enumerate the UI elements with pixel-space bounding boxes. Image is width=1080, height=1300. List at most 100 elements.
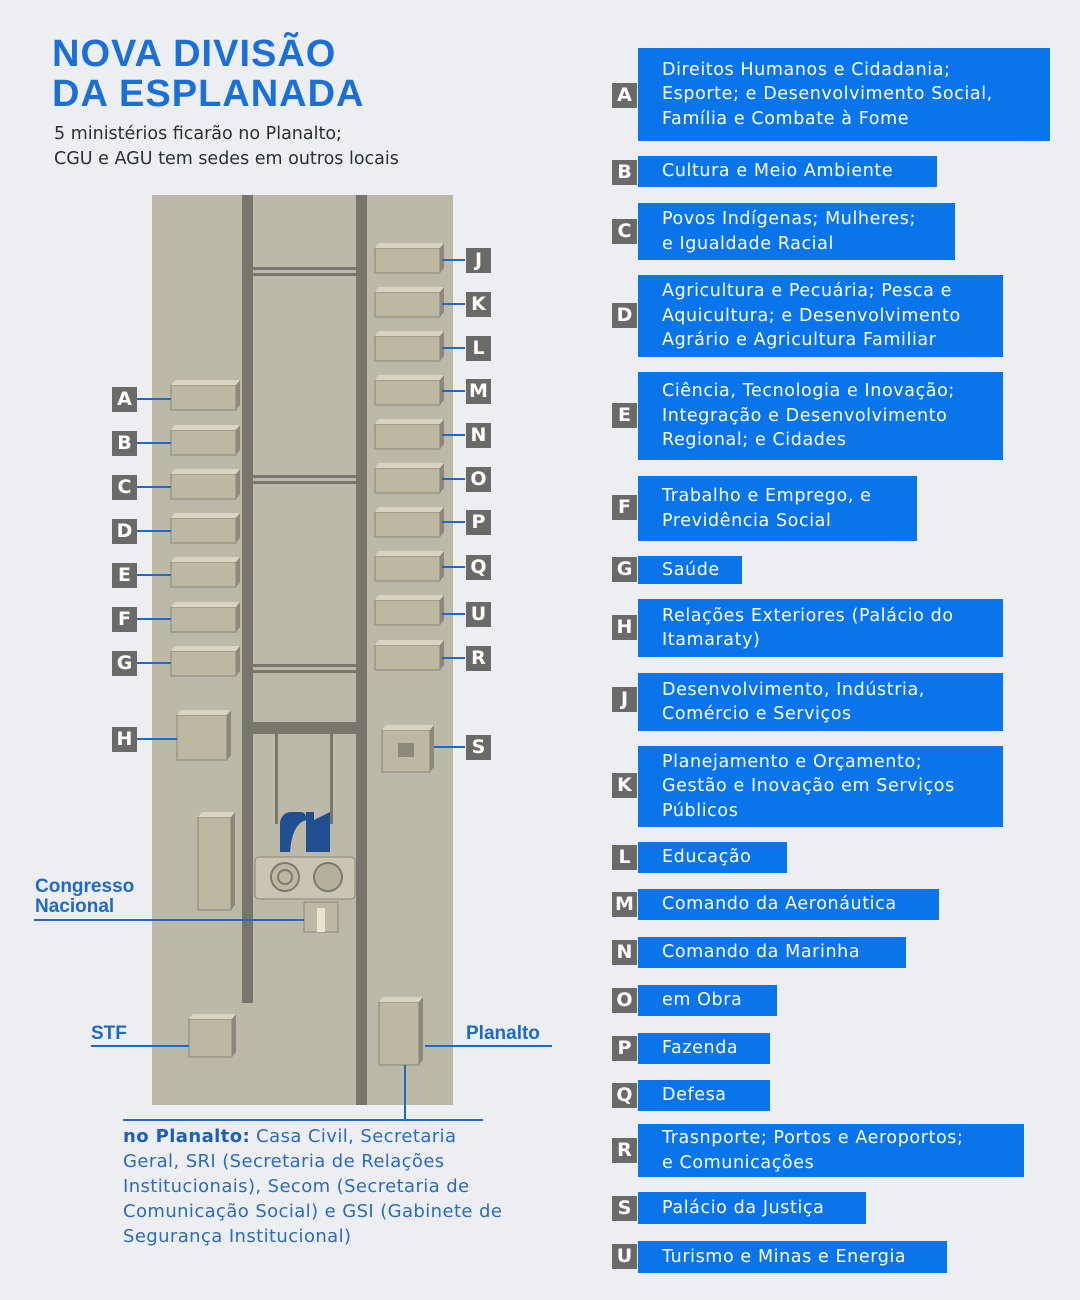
legend-desc-g: Saúde: [638, 556, 742, 584]
planalto-note-lead: no Planalto:: [123, 1126, 251, 1147]
map-label-f: F: [112, 607, 137, 632]
map-label-e: E: [112, 563, 137, 588]
map-label-h: H: [112, 727, 137, 752]
legend-h-line-2: Itamaraty): [662, 630, 761, 650]
legend-k-line-3: Públicos: [662, 800, 739, 821]
legend-desc-e: Ciência, Tecnologia e Inovação; Integraç…: [638, 372, 1003, 460]
legend-o-line-1: em Obra: [662, 990, 743, 1011]
map-drawing: [34, 195, 552, 1121]
legend-j-line-2: Comércio e Serviços: [662, 704, 852, 724]
esplanada-map: A B C D E F G H J K L M N O P Q U R S Co…: [34, 195, 552, 1249]
legend-desc-q: Defesa: [638, 1080, 770, 1111]
legend-a-line-2: Esporte; e Desenvolvimento Social,: [662, 84, 993, 105]
planalto-label: Planalto: [466, 1023, 540, 1044]
legend-a-line-1: Direitos Humanos e Cidadania;: [662, 59, 951, 80]
road-left: [242, 195, 253, 1003]
planalto-note: no Planalto: Casa Civil, Secretaria Gera…: [123, 1124, 503, 1249]
legend-p-line-1: Fazenda: [662, 1038, 739, 1059]
legend-d-line-2: Aquicultura; e Desenvolvimento: [662, 305, 961, 326]
legend-c-line-1: Povos Indígenas; Mulheres;: [662, 209, 916, 229]
legend-key-b: B: [612, 160, 637, 185]
map-label-g: G: [112, 651, 137, 676]
legend-key-q: Q: [612, 1083, 637, 1108]
legend-r-line-2: e Comunicações: [662, 1152, 815, 1173]
legend-desc-c: Povos Indígenas; Mulheres; e Igualdade R…: [638, 203, 955, 260]
congresso-label-line-2: Nacional: [35, 896, 115, 917]
legend-h-line-1: Relações Exteriores (Palácio do: [662, 605, 954, 626]
legend-e-line-1: Ciência, Tecnologia e Inovação;: [662, 381, 955, 402]
building-s: [381, 725, 434, 773]
legend-c-line-2: e Igualdade Racial: [662, 233, 834, 254]
legend-q-line-1: Defesa: [662, 1085, 727, 1106]
legend-u-line-1: Turismo e Minas e Energia: [662, 1246, 907, 1267]
subtitle-line-1: 5 ministérios ficarão no Planalto;: [54, 124, 342, 144]
congresso-label: Congresso Nacional: [35, 877, 134, 917]
legend-key-e: E: [612, 403, 637, 428]
legend-desc-n: Comando da Marinha: [638, 937, 906, 968]
legend-f-line-1: Trabalho e Emprego, e: [662, 486, 872, 506]
legend-desc-m: Comando da Aeronáutica: [638, 889, 939, 920]
legend-f-line-2: Previdência Social: [662, 510, 832, 531]
legend-b-line-1: Cultura e Meio Ambiente: [662, 161, 894, 182]
map-label-u: U: [466, 602, 491, 627]
legend-desc-d: Agricultura e Pecuária; Pesca e Aquicult…: [638, 275, 1003, 357]
legend-key-k: K: [612, 773, 637, 798]
legend-key-u: U: [612, 1244, 637, 1269]
map-label-l: L: [466, 336, 491, 361]
legend-key-p: P: [612, 1036, 637, 1061]
legend-desc-k: Planejamento e Orçamento; Gestão e Inova…: [638, 746, 1003, 827]
legend-desc-r: Trasnporte; Portos e Aeroportos; e Comun…: [638, 1124, 1024, 1177]
subtitle: 5 ministérios ficarão no Planalto; CGU e…: [54, 122, 399, 172]
legend-desc-u: Turismo e Minas e Energia: [638, 1241, 947, 1273]
page-title: NOVA DIVISÃO DA ESPLANADA: [52, 34, 365, 114]
legend-desc-a: Direitos Humanos e Cidadania; Esporte; e…: [638, 48, 1050, 141]
legend-key-d: D: [612, 303, 637, 328]
building-h: [176, 710, 231, 761]
legend-desc-o: em Obra: [638, 985, 777, 1016]
map-label-k: K: [466, 292, 491, 317]
planalto-note-text: Casa Civil, Secretaria Geral, SRI (Secre…: [123, 1126, 503, 1247]
road-right: [356, 195, 367, 1105]
map-label-r: R: [466, 646, 491, 671]
legend-e-line-3: Regional; e Cidades: [662, 430, 847, 451]
planalto-building: [378, 997, 423, 1066]
legend-desc-p: Fazenda: [638, 1033, 770, 1064]
subtitle-line-2: CGU e AGU tem sedes em outros locais: [54, 149, 399, 169]
legend-key-n: N: [612, 940, 637, 965]
legend-key-s: S: [612, 1196, 637, 1221]
legend-g-line-1: Saúde: [662, 559, 720, 580]
map-label-a: A: [112, 387, 137, 412]
legend-desc-b: Cultura e Meio Ambiente: [638, 156, 937, 187]
title-line-2: DA ESPLANADA: [52, 73, 365, 115]
cross-roads: [253, 267, 356, 824]
legend-key-o: O: [612, 988, 637, 1013]
legend-n-line-1: Comando da Marinha: [662, 942, 861, 963]
map-label-o: O: [466, 467, 491, 492]
legend-m-line-1: Comando da Aeronáutica: [662, 894, 897, 915]
map-label-q: Q: [466, 555, 491, 580]
map-label-s: S: [466, 735, 491, 760]
legend-k-line-2: Gestão e Inovação em Serviços: [662, 776, 955, 797]
legend-e-line-2: Integração e Desenvolvimento: [662, 405, 948, 426]
legend-d-line-3: Agrário e Agricultura Familiar: [662, 330, 937, 351]
legend-desc-f: Trabalho e Emprego, e Previdência Social: [638, 476, 917, 541]
stf-label: STF: [91, 1023, 127, 1044]
legend-desc-j: Desenvolvimento, Indústria, Comércio e S…: [638, 673, 1003, 731]
map-label-b: B: [112, 431, 137, 456]
map-label-c: C: [112, 475, 137, 500]
congresso-building: [254, 812, 356, 933]
legend-desc-h: Relações Exteriores (Palácio do Itamarat…: [638, 599, 1003, 657]
legend-s-line-1: Palácio da Justiça: [662, 1197, 825, 1218]
legend-r-line-1: Trasnporte; Portos e Aeroportos;: [662, 1128, 964, 1148]
legend-j-line-1: Desenvolvimento, Indústria,: [662, 679, 925, 700]
legend-key-r: R: [612, 1138, 637, 1163]
map-label-n: N: [466, 423, 491, 448]
legend-desc-l: Educação: [638, 842, 787, 873]
legend-key-h: H: [612, 615, 637, 640]
map-label-p: P: [466, 510, 491, 535]
legend-desc-s: Palácio da Justiça: [638, 1192, 866, 1224]
legend-key-j: J: [612, 687, 637, 712]
map-label-j: J: [466, 248, 491, 273]
legend-key-f: F: [612, 495, 637, 520]
legend-l-line-1: Educação: [662, 847, 752, 868]
